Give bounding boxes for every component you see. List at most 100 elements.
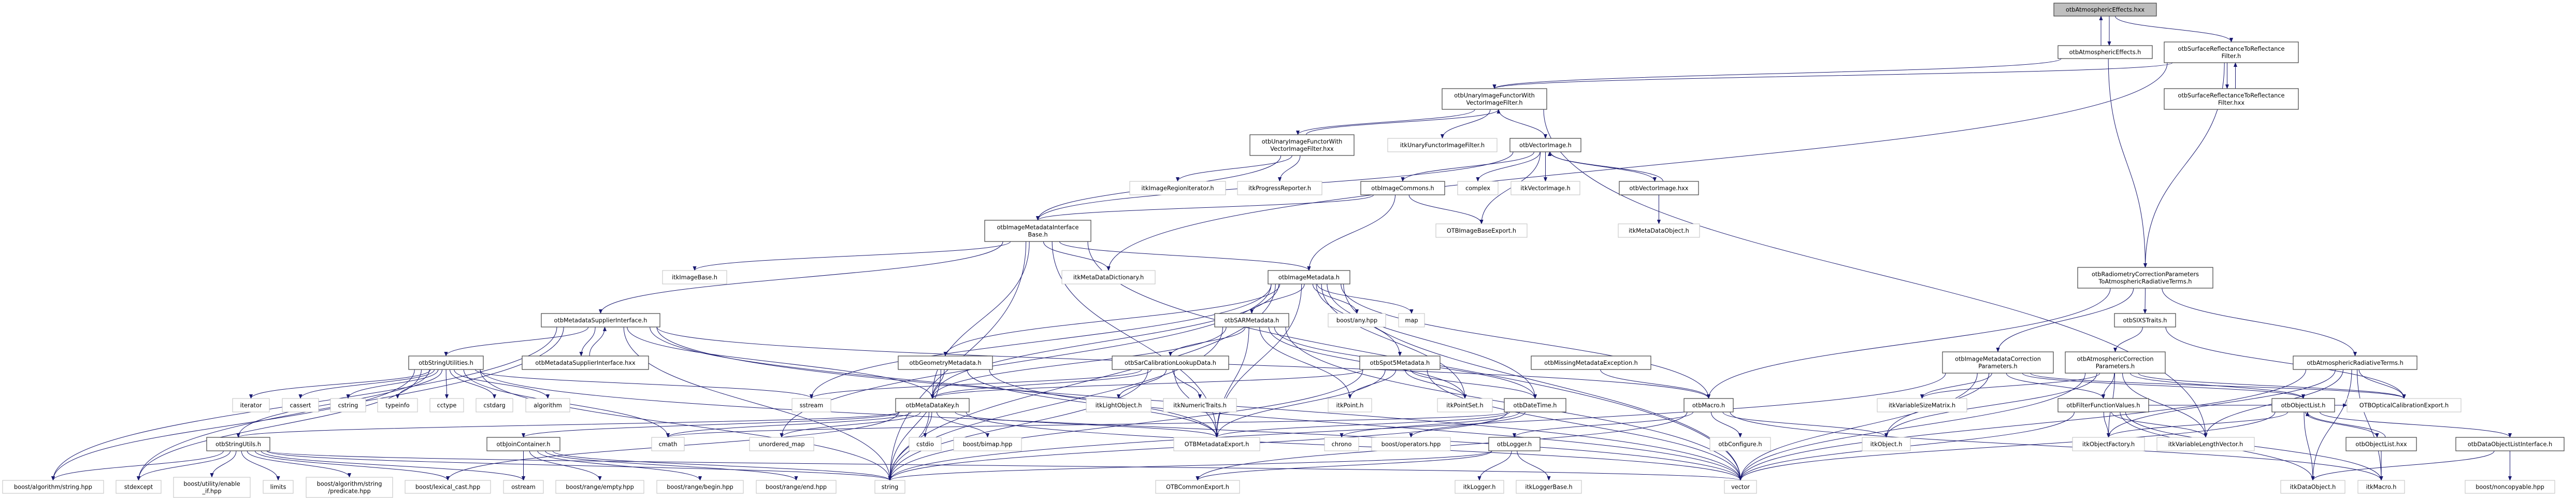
edge-rad-to-imcp [1996,288,2134,352]
node-im[interactable]: otbImageMetadata.h [1268,270,1350,284]
node-art[interactable]: otbAtmosphericRadiativeTerms.h [2293,355,2417,370]
node-su[interactable]: otbStringUtilities.h [408,355,484,370]
edge-acp-to-ocx [2138,373,2406,399]
node-box [2057,398,2149,412]
edge-sut-to-bstr [51,450,224,481]
node-ol[interactable]: otbObjectList.h [2271,398,2335,412]
node-box [651,437,685,451]
node-sstream: sstream [791,398,831,412]
node-box [1504,398,1566,412]
node-box [522,355,649,370]
node-box [1155,480,1240,494]
node-lex: boost/lexical_cast.hpp [405,480,491,494]
node-msix[interactable]: otbMetadataSupplierInterface.hxx [522,355,649,370]
node-ae[interactable]: otbAtmosphericEffects.h [2057,45,2153,59]
node-mac[interactable]: otbMacro.h [1683,398,1734,412]
edge-sixs-to-acp [2113,326,2143,352]
edge-acp-to-ivsm [1920,373,2100,399]
edge-sixs-to-ocx [2165,326,2406,399]
node-box [2347,398,2462,412]
node-chrono: chrono [1324,437,1359,451]
node-bnc: boost/noncopyable.hpp [2465,480,2555,494]
node-box [662,270,727,284]
edge-mdk-to-sut [236,411,899,438]
edge-su-to-algo [454,369,550,399]
node-msi[interactable]: otbMetadataSupplierInterface.h [541,313,660,328]
node-jc[interactable]: otbJoinContainer.h [486,437,560,451]
node-doli[interactable]: otbDataObjectListInterface.h [2455,437,2565,451]
node-label: vector [1731,484,1750,491]
node-box [306,477,393,498]
node-mme[interactable]: otbMissingMetadataException.h [1531,355,1651,370]
node-box [1457,181,1499,195]
node-label: otbAtmosphericRadiativeTerms.h [2307,360,2404,366]
node-label: itkVariableLengthVector.h [2168,441,2243,448]
node-sar[interactable]: otbSARMetadata.h [1214,313,1289,328]
node-ps: itkPointSet.h [1437,398,1493,412]
node-label: otbMetaDataKey.h [905,402,959,409]
node-spot[interactable]: otbSpot5Metadata.h [1359,355,1441,370]
edge-uf-to-iufif [1440,109,1491,139]
node-box [1862,437,1911,451]
node-iiri: itkImageRegionIterator.h [1129,181,1226,195]
edge-su-to-sstream [474,369,813,399]
node-ffv[interactable]: otbFilterFunctionValues.h [2057,398,2149,412]
node-box [377,398,418,412]
node-geo[interactable]: otbGeometryMetadata.h [898,355,993,370]
edge-acp-to-ffv [2101,373,2115,399]
edge-imcp-to-vector [1738,373,1978,481]
node-iter: iterator [232,398,270,412]
node-label: cstdarg [483,402,505,409]
edge-su-to-string [480,369,892,481]
node-vix[interactable]: otbVectorImage.hxx [1619,181,1699,195]
node-cassert: cassert [282,398,319,412]
edge-ol-to-vector [1738,411,2276,481]
node-bimap: boost/bimap.hpp [953,437,1022,451]
node-label: otbDataObjectListInterface.h [2468,441,2552,448]
node-box [1324,437,1359,451]
edge-dt-to-cmath [666,411,1508,438]
node-mdk[interactable]: otbMetaDataKey.h [895,398,970,412]
node-string: string [874,480,905,494]
node-vi[interactable]: otbVectorImage.h [1509,138,1581,152]
edge-sar-to-pt [1259,326,1352,399]
edge-art-to-ocx [2358,369,2406,399]
node-label: boost/lexical_cast.hpp [415,484,480,491]
edge-sarcal-to-string [888,369,1148,481]
node-cplx: complex [1457,181,1499,195]
node-label: typeinfo [385,402,410,409]
node-root[interactable]: otbAtmosphericEffects.hxx [2053,3,2157,17]
node-box [1214,313,1289,328]
node-log[interactable]: otbLogger.h [1488,437,1541,451]
edge-acp-to-ol [2130,373,2305,399]
edge-su-to-typeinfo [395,369,443,399]
edge-dt-to-mex [1215,411,1510,438]
node-sixs[interactable]: otbSIXSTraits.h [2114,313,2176,328]
node-olx[interactable]: otbObjectList.hxx [2345,437,2417,451]
edge-ufx-to-ipr [1277,155,1301,182]
node-ic[interactable]: otbImageCommons.h [1360,181,1445,195]
node-end: boost/range/end.hpp [756,480,837,494]
edge-ic-to-im [1307,194,1396,271]
node-dt[interactable]: otbDateTime.h [1504,398,1566,412]
edge-imcp-to-ol [2022,373,2305,399]
edge-imib-to-im [1059,241,1311,271]
node-label: otbJoinContainer.h [497,441,551,448]
edge-vi-to-ic [1401,151,1534,182]
node-label: itkImageRegionIterator.h [1141,185,1214,192]
node-pred: boost/algorithm/string/predicate.hpp [306,477,393,498]
node-sut[interactable]: otbStringUtils.h [206,437,270,451]
edge-mac-to-iobj [1722,411,1888,438]
node-box [2053,3,2157,17]
edge-ffv-to-iof [2103,411,2111,438]
node-sarcal[interactable]: otbSarCalibrationLookupData.h [1112,355,1229,370]
